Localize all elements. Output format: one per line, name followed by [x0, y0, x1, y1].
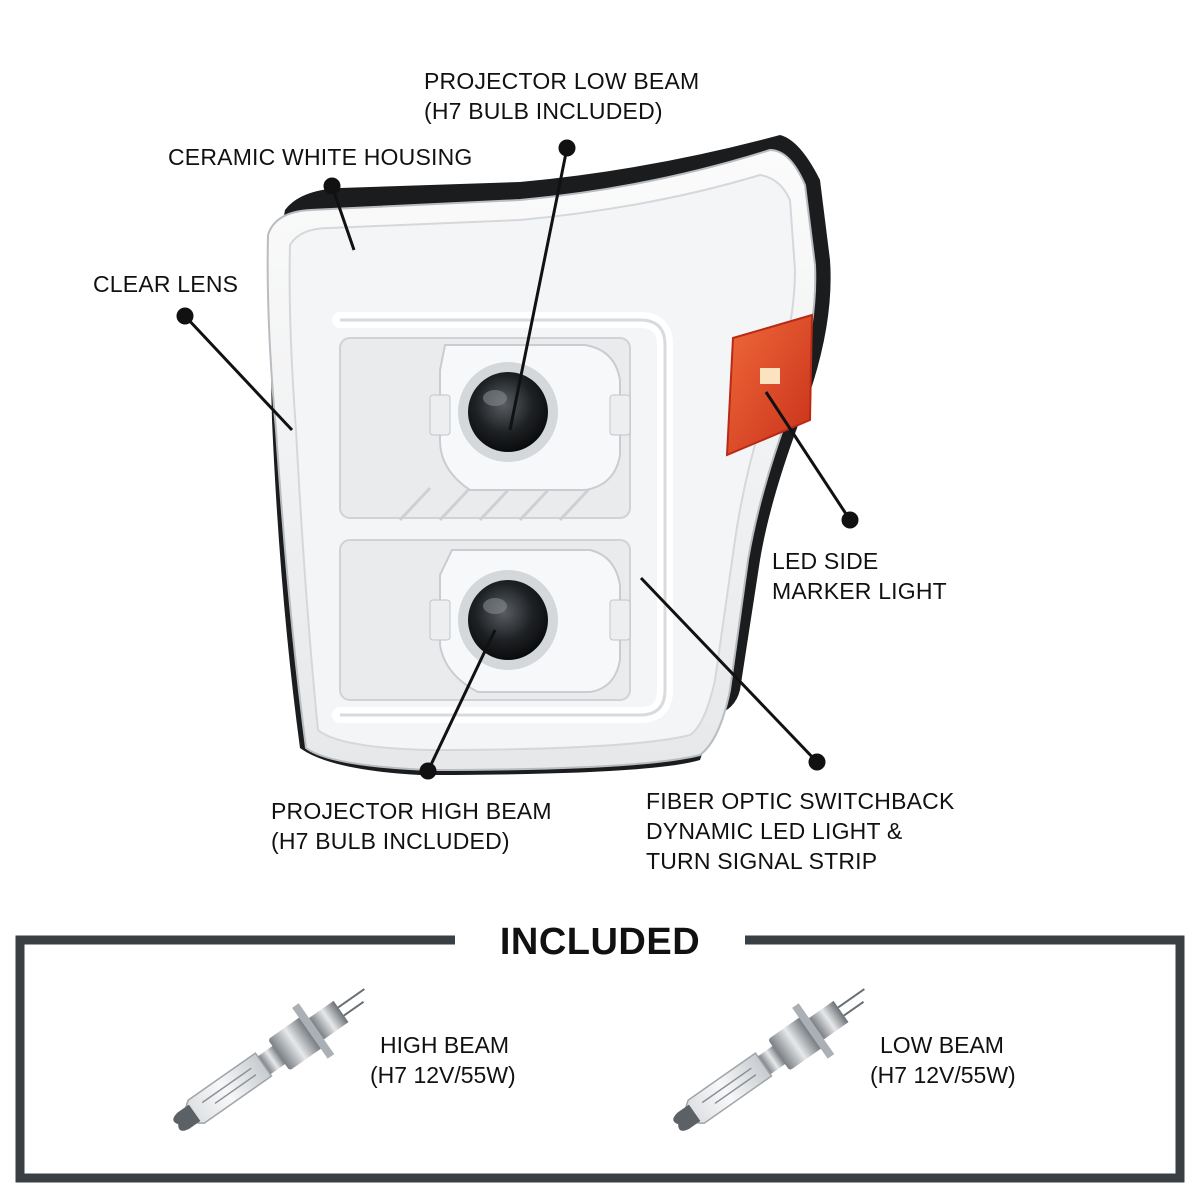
bulb-label-line: HIGH BEAM [380, 1032, 510, 1058]
callout-line: (H7 BULB INCLUDED) [271, 828, 510, 854]
callout-projector-high-beam: PROJECTOR HIGH BEAM (H7 BULB INCLUDED) [271, 796, 552, 856]
low-beam-bulb-label: LOW BEAM (H7 12V/55W) [870, 1030, 1016, 1090]
low-beam-projector [429, 344, 631, 491]
callout-clear-lens: CLEAR LENS [93, 269, 238, 299]
high-beam-bulb-label: HIGH BEAM (H7 12V/55W) [370, 1030, 516, 1090]
callout-ceramic-white-housing: CERAMIC WHITE HOUSING [168, 142, 472, 172]
bulb-label-line: (H7 12V/55W) [870, 1062, 1016, 1088]
included-frame [15, 935, 1185, 1183]
callout-led-side-marker-light: LED SIDE MARKER LIGHT [772, 546, 947, 606]
callout-line: LED SIDE [772, 548, 879, 574]
callout-line: (H7 BULB INCLUDED) [424, 98, 663, 124]
callout-lines [176, 139, 859, 780]
included-title: INCLUDED [455, 918, 745, 966]
callout-projector-low-beam: PROJECTOR LOW BEAM (H7 BULB INCLUDED) [424, 66, 699, 126]
led-side-marker-light [725, 313, 814, 457]
callout-line: PROJECTOR HIGH BEAM [271, 798, 552, 824]
callout-line: MARKER LIGHT [772, 578, 947, 604]
h7-bulb-low-beam [673, 988, 865, 1131]
callout-line: CLEAR LENS [93, 271, 239, 297]
callout-line: FIBER OPTIC SWITCHBACK [646, 788, 955, 814]
high-beam-projector [429, 549, 631, 693]
h7-bulb-high-beam [173, 988, 365, 1131]
callout-line: PROJECTOR LOW BEAM [424, 68, 700, 94]
bulb-label-line: LOW BEAM [880, 1032, 1004, 1058]
callout-line: DYNAMIC LED LIGHT & [646, 818, 903, 844]
callout-line: TURN SIGNAL STRIP [646, 848, 878, 874]
callout-line: CERAMIC WHITE HOUSING [168, 144, 473, 170]
callout-fiber-optic-strip: FIBER OPTIC SWITCHBACK DYNAMIC LED LIGHT… [646, 786, 955, 876]
bulb-label-line: (H7 12V/55W) [370, 1062, 516, 1088]
